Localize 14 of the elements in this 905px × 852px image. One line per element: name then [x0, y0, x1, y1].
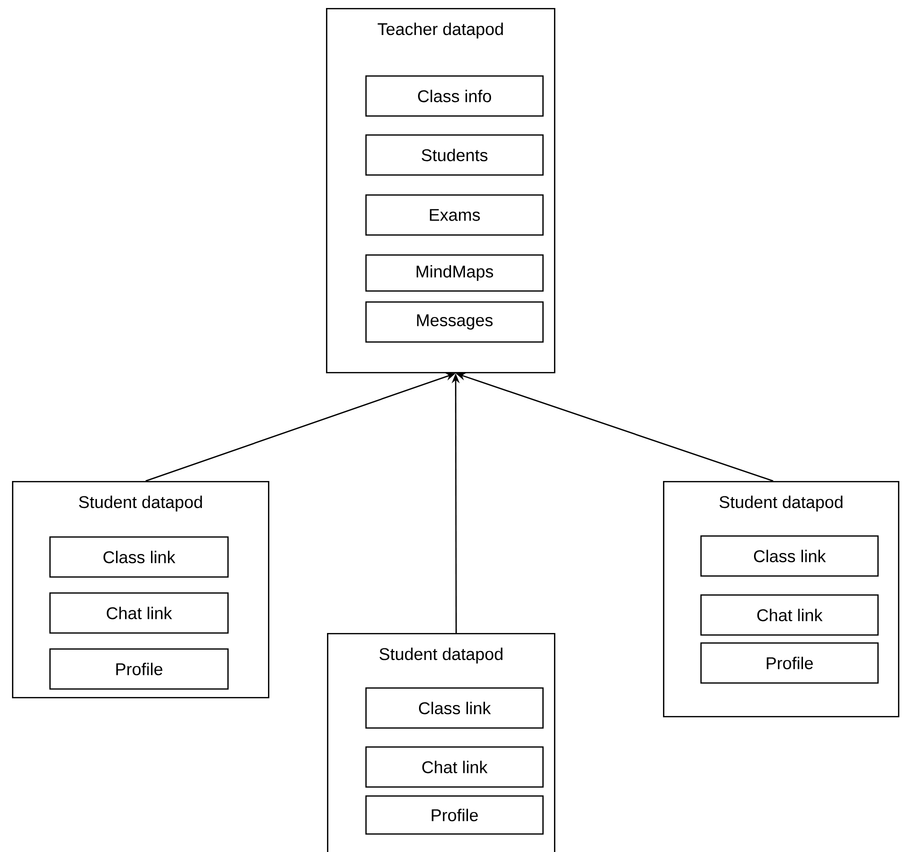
item-box: Messages [365, 301, 544, 343]
item-box: Class link [700, 535, 879, 577]
item-box: Chat link [365, 746, 544, 788]
item-box: Class info [365, 75, 544, 117]
item-box: Chat link [700, 594, 879, 636]
item-box: Students [365, 134, 544, 176]
item-box: Chat link [49, 592, 229, 634]
item-box: Profile [700, 642, 879, 684]
item-box: Exams [365, 194, 544, 236]
item-box: Profile [365, 795, 544, 835]
item-box: Profile [49, 648, 229, 690]
item-box: Class link [49, 536, 229, 578]
item-box: MindMaps [365, 254, 544, 292]
item-box: Class link [365, 687, 544, 729]
